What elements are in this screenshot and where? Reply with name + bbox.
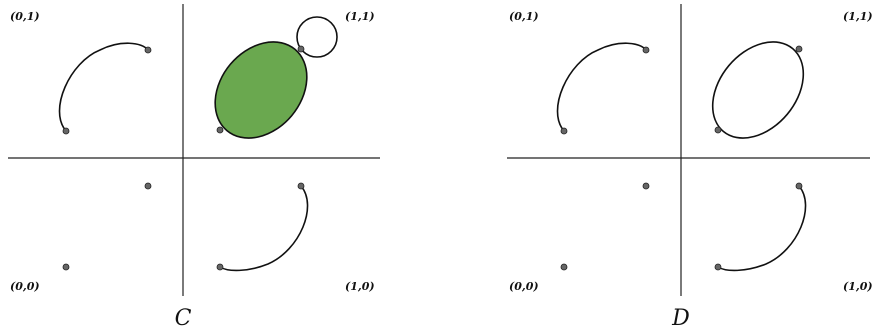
panel-d-corner-bottom-left: (0,0) xyxy=(509,280,539,293)
panel-c-point xyxy=(216,263,224,271)
panel-c-corner-bottom-left: (0,0) xyxy=(10,280,40,293)
panel-d-point xyxy=(560,263,568,271)
panel-d-corner-top-right: (1,1) xyxy=(843,10,872,23)
panel-c-small-circle xyxy=(296,16,338,58)
panel-d-arc-bottom-right xyxy=(717,185,807,272)
panel-d-corner-top-left: (0,1) xyxy=(509,10,539,23)
panel-d-label: D xyxy=(671,306,690,331)
panel-d-point xyxy=(795,182,803,190)
panel-d-point xyxy=(642,46,650,54)
panel-d-ellipse xyxy=(711,41,805,139)
panel-c-point xyxy=(144,182,152,190)
panel-c-corner-top-right: (1,1) xyxy=(345,10,375,23)
panel-d: (0,1) (1,1) (0,0) (1,0) D xyxy=(507,4,872,331)
panel-d-point xyxy=(795,45,803,53)
panel-d-point xyxy=(714,126,722,134)
panel-d-point xyxy=(642,182,650,190)
panel-c: (0,1) (1,1) (0,0) (1,0) C xyxy=(8,4,380,331)
panel-d-arc-top-left xyxy=(556,42,647,132)
panel-c-arc-bottom-right xyxy=(219,185,309,272)
panel-c-corner-top-left: (0,1) xyxy=(10,10,40,23)
panel-c-filled-ellipse xyxy=(214,41,308,139)
panel-d-point xyxy=(714,263,722,271)
panel-d-point xyxy=(560,127,568,135)
panel-c-point xyxy=(297,45,305,53)
panel-c-label: C xyxy=(175,306,192,331)
panel-c-point xyxy=(216,126,224,134)
panel-c-point xyxy=(62,127,70,135)
panel-c-point xyxy=(297,182,305,190)
panel-d-corner-bottom-right: (1,0) xyxy=(843,280,872,293)
panel-c-point xyxy=(62,263,70,271)
panel-c-corner-bottom-right: (1,0) xyxy=(345,280,375,293)
panel-c-arc-top-left xyxy=(58,42,149,132)
panel-c-point xyxy=(144,46,152,54)
